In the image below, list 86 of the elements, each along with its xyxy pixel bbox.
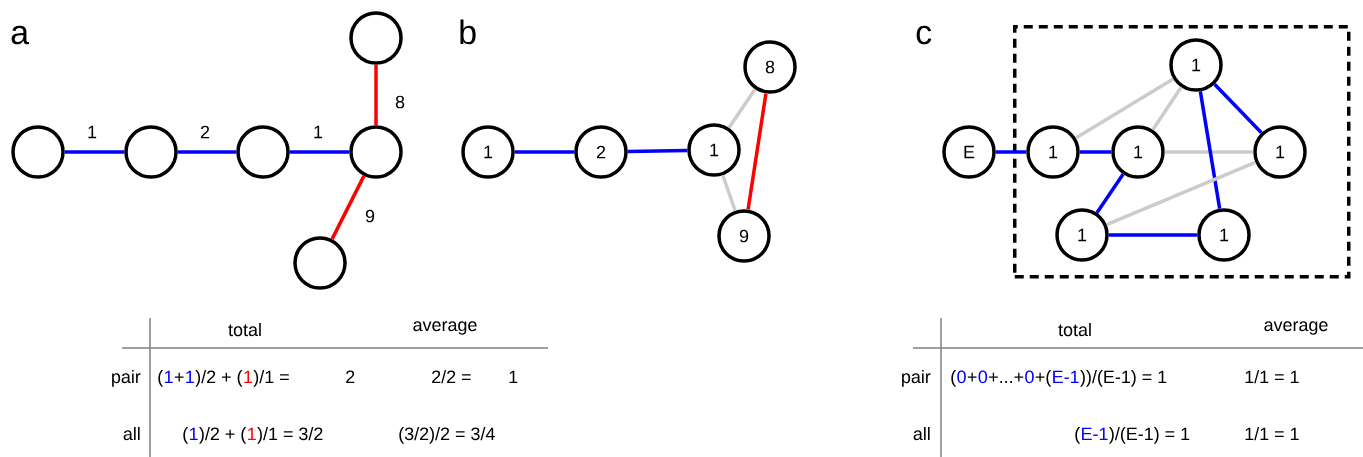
column-header: average	[1264, 321, 1328, 335]
edge-line	[746, 93, 768, 210]
label: (	[158, 369, 164, 387]
label: (	[183, 426, 189, 444]
formula-text: 2	[346, 370, 355, 383]
formula-text: (1)/2 + (1)/1 = 3/2	[183, 427, 323, 444]
edge-line	[1095, 173, 1125, 214]
label: 0	[1025, 370, 1034, 384]
circle-node: 1	[1111, 125, 1165, 179]
circle-node	[293, 236, 347, 290]
circle-node	[11, 125, 65, 179]
circle-node: 1	[1026, 125, 1080, 179]
row-header: all	[913, 427, 930, 441]
circle-node	[124, 125, 178, 179]
edge-line	[1074, 77, 1175, 140]
label: (	[951, 369, 957, 387]
label: E-1	[1053, 370, 1079, 383]
label: )/1 = 3/2	[257, 426, 323, 444]
panel-label: a	[11, 25, 30, 45]
row-header: all	[123, 427, 140, 441]
circle-node: 1	[1169, 38, 1223, 92]
panel-label: c	[916, 25, 932, 45]
formula-text: (E-1)/(E-1) = 1	[1075, 427, 1190, 444]
label: 0	[957, 370, 966, 384]
circle-node: 1	[1253, 125, 1307, 179]
edge-line	[995, 150, 1027, 154]
edge-line	[1106, 160, 1256, 227]
formula-text: 1	[509, 370, 518, 383]
edge-line	[177, 150, 237, 154]
edge-line	[1151, 86, 1183, 131]
circle-node: 9	[717, 209, 771, 263]
label: )/2 + (	[199, 426, 247, 444]
edge-line	[330, 175, 366, 240]
circle-node: 1	[1197, 208, 1251, 262]
edge-line	[289, 150, 350, 154]
edge-line	[1198, 91, 1222, 209]
edge-line	[721, 174, 737, 212]
edge-line	[727, 88, 757, 129]
label: 1	[244, 370, 253, 383]
circle-node	[349, 11, 403, 65]
edge-label: 1	[312, 124, 324, 140]
formula-text: 1/1 = 1	[1245, 370, 1299, 384]
dashed-frame	[1013, 25, 1351, 279]
circle-node	[349, 125, 403, 179]
edge-line	[1108, 233, 1198, 237]
circle-node: E	[942, 125, 996, 179]
label: +	[174, 372, 184, 382]
circle-node: 8	[743, 40, 797, 94]
panel-label: b	[460, 19, 476, 45]
edge-label: 8	[394, 94, 406, 110]
edge-line	[374, 64, 378, 126]
column-header: total	[228, 323, 261, 337]
circle-node: 2	[574, 125, 628, 179]
edge-line	[1213, 83, 1263, 134]
edge-label: 2	[199, 124, 211, 140]
label: 1	[248, 427, 256, 440]
edge-line	[64, 150, 125, 154]
circle-node: 1	[687, 123, 741, 177]
formula-text: 2/2 =	[432, 370, 471, 384]
formula-text: (0+0+...+0+(E-1))/(E-1) = 1	[951, 370, 1167, 387]
label: )/2 + (	[195, 369, 243, 387]
edge-line	[1164, 150, 1254, 154]
label: +(	[1035, 369, 1052, 387]
label: +	[967, 372, 977, 382]
edge-label: 9	[364, 208, 376, 224]
label: +...+	[989, 372, 1024, 383]
label: 0	[978, 370, 988, 384]
label: 1	[164, 370, 173, 383]
formula-text: 1/1 = 1	[1245, 427, 1299, 441]
circle-node: 1	[461, 125, 515, 179]
circle-node	[236, 125, 290, 179]
label: ))/(E-1) = 1	[1080, 369, 1167, 387]
edge-line	[514, 150, 575, 154]
edge-line	[627, 148, 688, 154]
label: )/1 =	[253, 369, 289, 387]
column-header: average	[413, 321, 477, 335]
edge-line	[1079, 150, 1112, 154]
circle-node: 1	[1055, 208, 1109, 262]
row-header: pair	[902, 370, 931, 387]
edge-label: 1	[86, 124, 98, 140]
column-header: total	[1058, 323, 1091, 337]
label: 1	[189, 427, 198, 440]
formula-text: (1+1)/2 + (1)/1 =	[158, 370, 289, 387]
row-header: pair	[112, 370, 141, 387]
formula-text: (3/2)/2 = 3/4	[399, 427, 495, 444]
label: 1	[186, 370, 194, 383]
